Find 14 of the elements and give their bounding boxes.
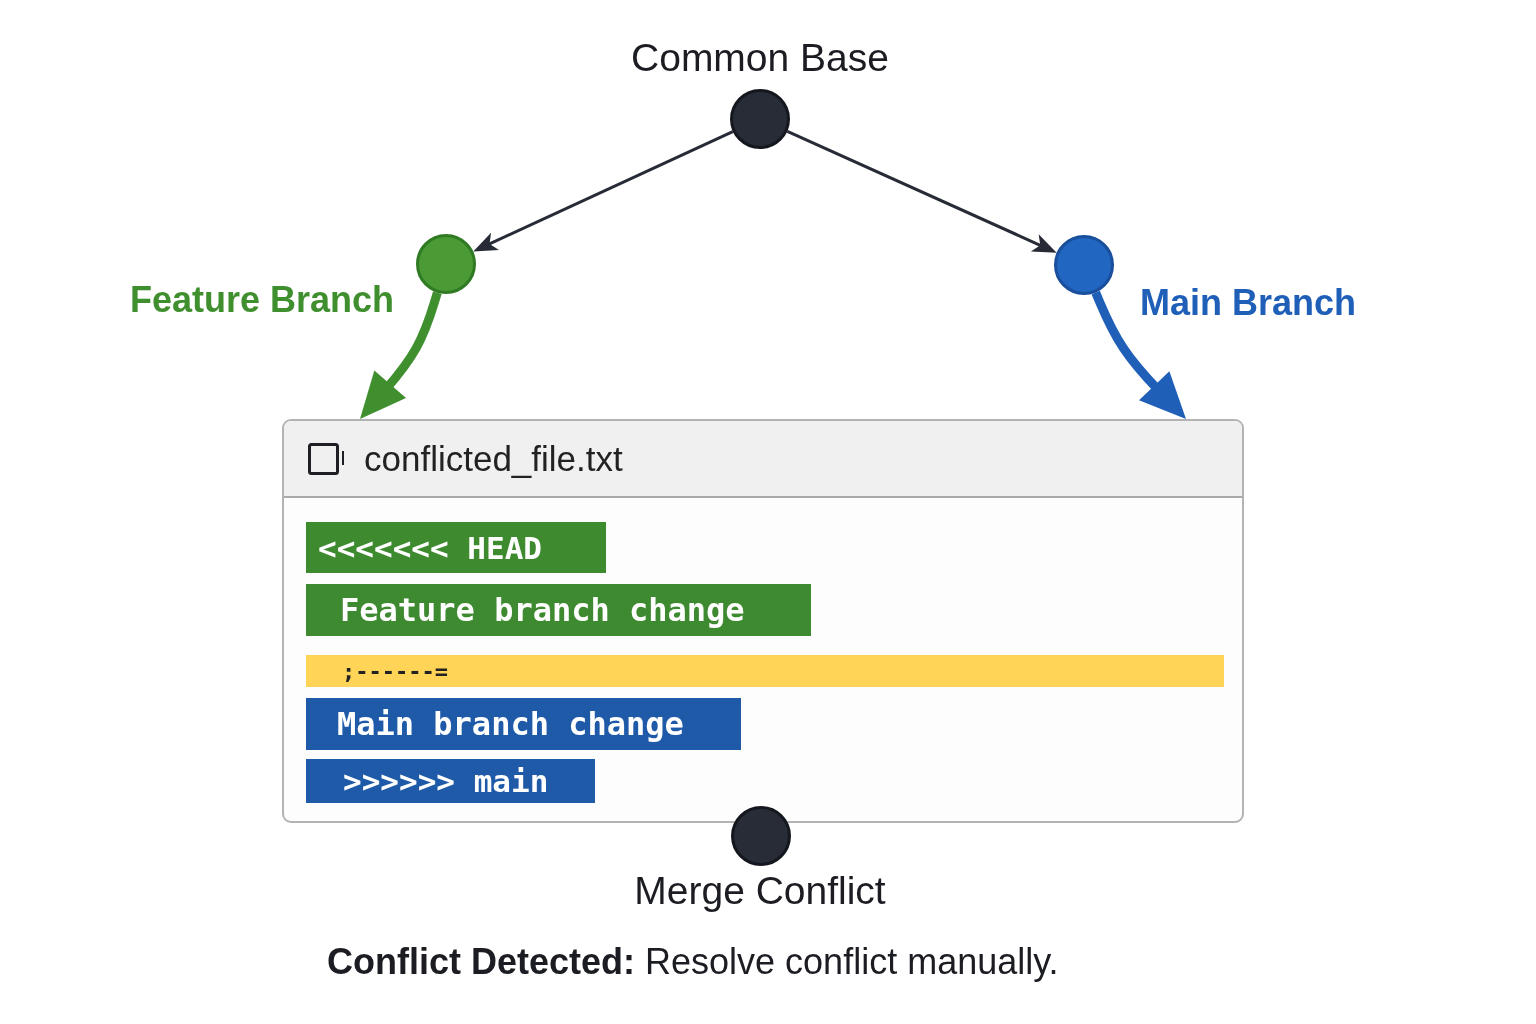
node-label: Common Base [631, 36, 889, 81]
arrow [473, 130, 734, 252]
arrow [786, 129, 1057, 253]
node-label: Merge Conflict [634, 869, 886, 914]
file-window [282, 419, 1244, 823]
commit-node [416, 234, 476, 294]
branch-label: Feature Branch [129, 279, 394, 321]
caption: Conflict Detected: Resolve conflict manually. [327, 941, 1059, 983]
commit-node [730, 89, 790, 149]
commit-node [1054, 235, 1114, 295]
file-name: conflicted_file.txt [364, 438, 623, 479]
merge-node [731, 806, 791, 866]
branch-label: Main Branch [1140, 282, 1357, 324]
arrow [1091, 290, 1186, 419]
